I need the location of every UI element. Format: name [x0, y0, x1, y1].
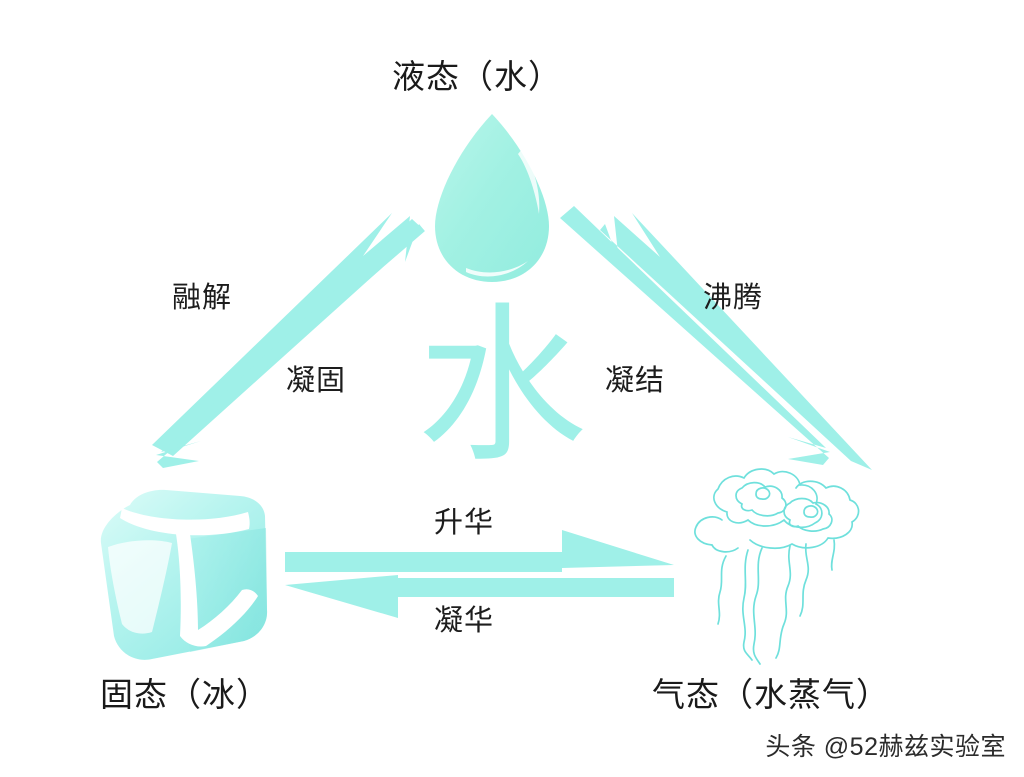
arrow-freezing [156, 219, 425, 468]
edge-label-condensation: 凝结 [605, 365, 666, 397]
water-droplet-icon [435, 114, 549, 282]
node-label-solid: 固态（冰） [100, 676, 270, 713]
arrow-deposition [285, 575, 674, 618]
edge-label-boiling: 沸腾 [703, 282, 764, 314]
edge-label-freezing: 凝固 [286, 365, 347, 397]
edge-label-melting: 融解 [172, 282, 233, 314]
arrow-boiling [600, 213, 872, 470]
edge-label-sublimation: 升华 [434, 507, 495, 539]
ice-cube-icon [100, 489, 268, 660]
steam-vapor-icon [694, 468, 860, 665]
arrow-sublimation [285, 530, 674, 572]
watermark-text: 头条 @52赫兹实验室 [765, 733, 1006, 761]
edge-label-deposition: 凝华 [434, 605, 495, 637]
node-label-gas: 气态（水蒸气） [652, 676, 890, 713]
center-water-character: 水 [416, 292, 587, 482]
node-label-liquid: 液态（水） [392, 58, 562, 95]
arrow-condensation [560, 206, 830, 465]
